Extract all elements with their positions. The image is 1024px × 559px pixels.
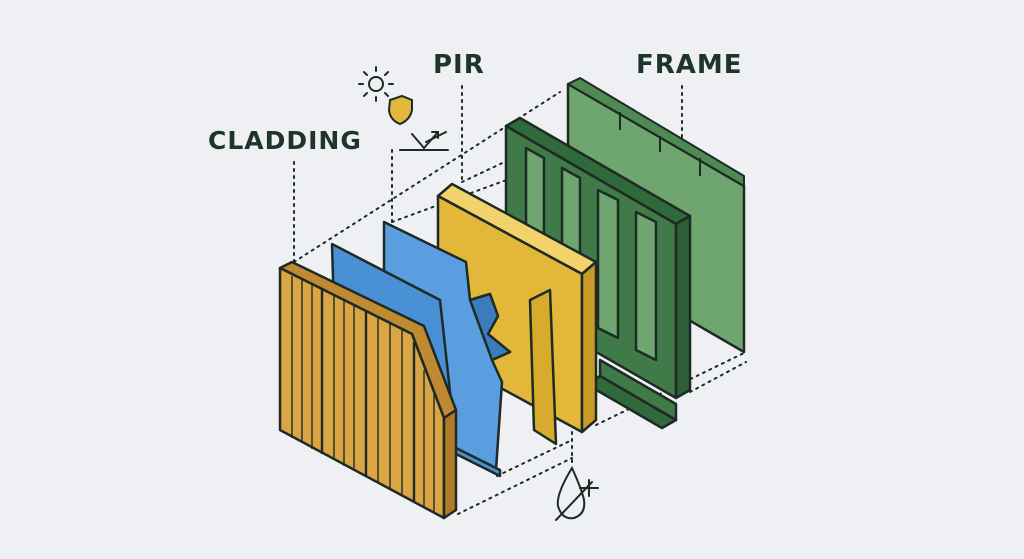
cladding-panel (278, 260, 458, 520)
label-pir: PIR (433, 50, 485, 80)
crossed-drop-icon (555, 465, 599, 521)
label-frame: FRAME (636, 50, 743, 80)
label-cladding: CLADDING (208, 126, 362, 155)
sun-shield-reflect-icon (358, 66, 449, 151)
